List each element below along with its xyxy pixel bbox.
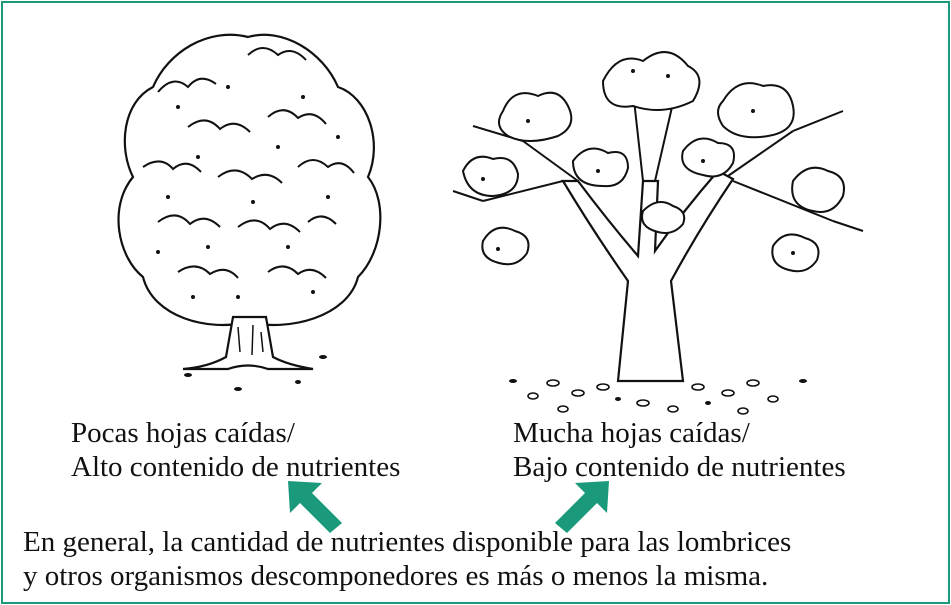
summary-line1: En general, la cantidad de nutrientes di… [23, 526, 792, 558]
right-caption-line1: Mucha hojas caídas/ [513, 417, 750, 449]
up-left-arrow-icon [288, 481, 342, 533]
up-right-arrow-icon [555, 481, 609, 533]
left-tree-caption: Pocas hojas caídas/ Alto contenido de nu… [71, 416, 400, 484]
dense-tree-illustration [117, 33, 382, 391]
left-caption-line1: Pocas hojas caídas/ [71, 417, 295, 449]
left-caption-line2: Alto contenido de nutrientes [71, 451, 401, 483]
sparse-tree-illustration [452, 51, 864, 415]
right-tree-caption: Mucha hojas caídas/ Bajo contenido de nu… [513, 416, 846, 484]
summary-text: En general, la cantidad de nutrientes di… [23, 525, 791, 593]
summary-line2: y otros organismos descomponedores es má… [23, 560, 769, 592]
right-caption-line2: Bajo contenido de nutrientes [513, 451, 846, 483]
